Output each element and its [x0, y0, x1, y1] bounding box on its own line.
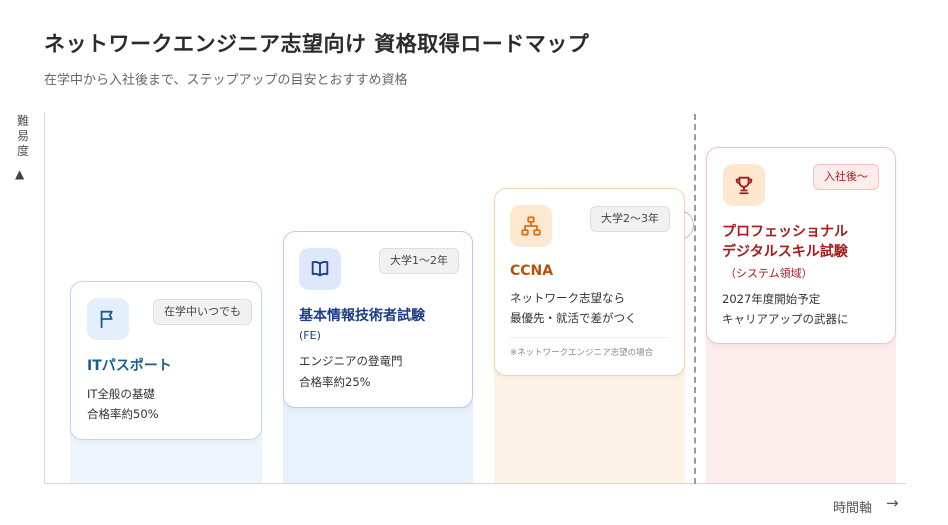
book-icon — [299, 248, 341, 290]
flag-icon — [87, 298, 129, 340]
card-title: 基本情報技術者試験 — [299, 308, 425, 324]
y-axis-line — [44, 112, 45, 484]
step-column-4 — [706, 336, 896, 483]
x-axis-line — [44, 483, 906, 484]
y-axis-arrow-icon: ▲ — [15, 167, 25, 181]
y-axis-label: 難易度 — [16, 114, 29, 158]
card-desc-2: 合格率約50% — [87, 407, 159, 421]
card-title-line-1: プロフェッショナル — [722, 224, 848, 240]
network-icon — [510, 205, 552, 247]
card-subtitle: (FE) — [299, 329, 321, 342]
x-axis-label: 時間軸 — [833, 501, 873, 516]
card-title: ITパスポート — [87, 358, 172, 374]
page-title: ネットワークエンジニア志望向け 資格取得ロードマップ — [44, 32, 590, 56]
card-subtitle: （システム領域） — [725, 267, 813, 280]
x-axis-arrow-icon: → — [886, 494, 899, 512]
note-separator — [510, 337, 670, 338]
card-title-line-2: デジタルスキル試験 — [722, 244, 848, 260]
card-pro-digital-skill: 入社後〜 プロフェッショナル デジタルスキル試験 （システム領域） 2027年度… — [706, 147, 896, 344]
step-column-3 — [494, 368, 685, 483]
trophy-icon — [723, 164, 765, 206]
card-desc-1: エンジニアの登竜門 — [299, 354, 403, 368]
card-desc-1: 2027年度開始予定 — [722, 292, 821, 306]
card-desc-2: 合格率約25% — [299, 375, 371, 389]
step-column-2 — [283, 400, 473, 483]
graduation-divider-line — [694, 114, 696, 484]
timing-badge: 大学1〜2年 — [379, 248, 459, 274]
timing-badge: 大学2〜3年 — [590, 206, 670, 232]
card-desc-2: キャリアアップの武器に — [722, 312, 849, 326]
timing-badge: 入社後〜 — [813, 164, 879, 190]
card-desc-1: IT全般の基礎 — [87, 387, 155, 401]
card-fe-exam: 大学1〜2年 基本情報技術者試験 (FE) エンジニアの登竜門 合格率約25% — [283, 231, 473, 408]
card-desc-1: ネットワーク志望なら — [510, 291, 625, 305]
timing-badge: 在学中いつでも — [153, 299, 252, 325]
card-note: ※ネットワークエンジニア志望の場合 — [510, 348, 654, 358]
card-title: CCNA — [510, 263, 554, 279]
page-subtitle: 在学中から入社後まで、ステップアップの目安とおすすめ資格 — [44, 73, 408, 88]
card-ccna: 大学2〜3年 CCNA ネットワーク志望なら 最優先・就活で差がつく ※ネットワ… — [494, 188, 685, 376]
card-desc-2: 最優先・就活で差がつく — [510, 311, 637, 325]
card-it-passport: 在学中いつでも ITパスポート IT全般の基礎 合格率約50% — [70, 281, 262, 440]
